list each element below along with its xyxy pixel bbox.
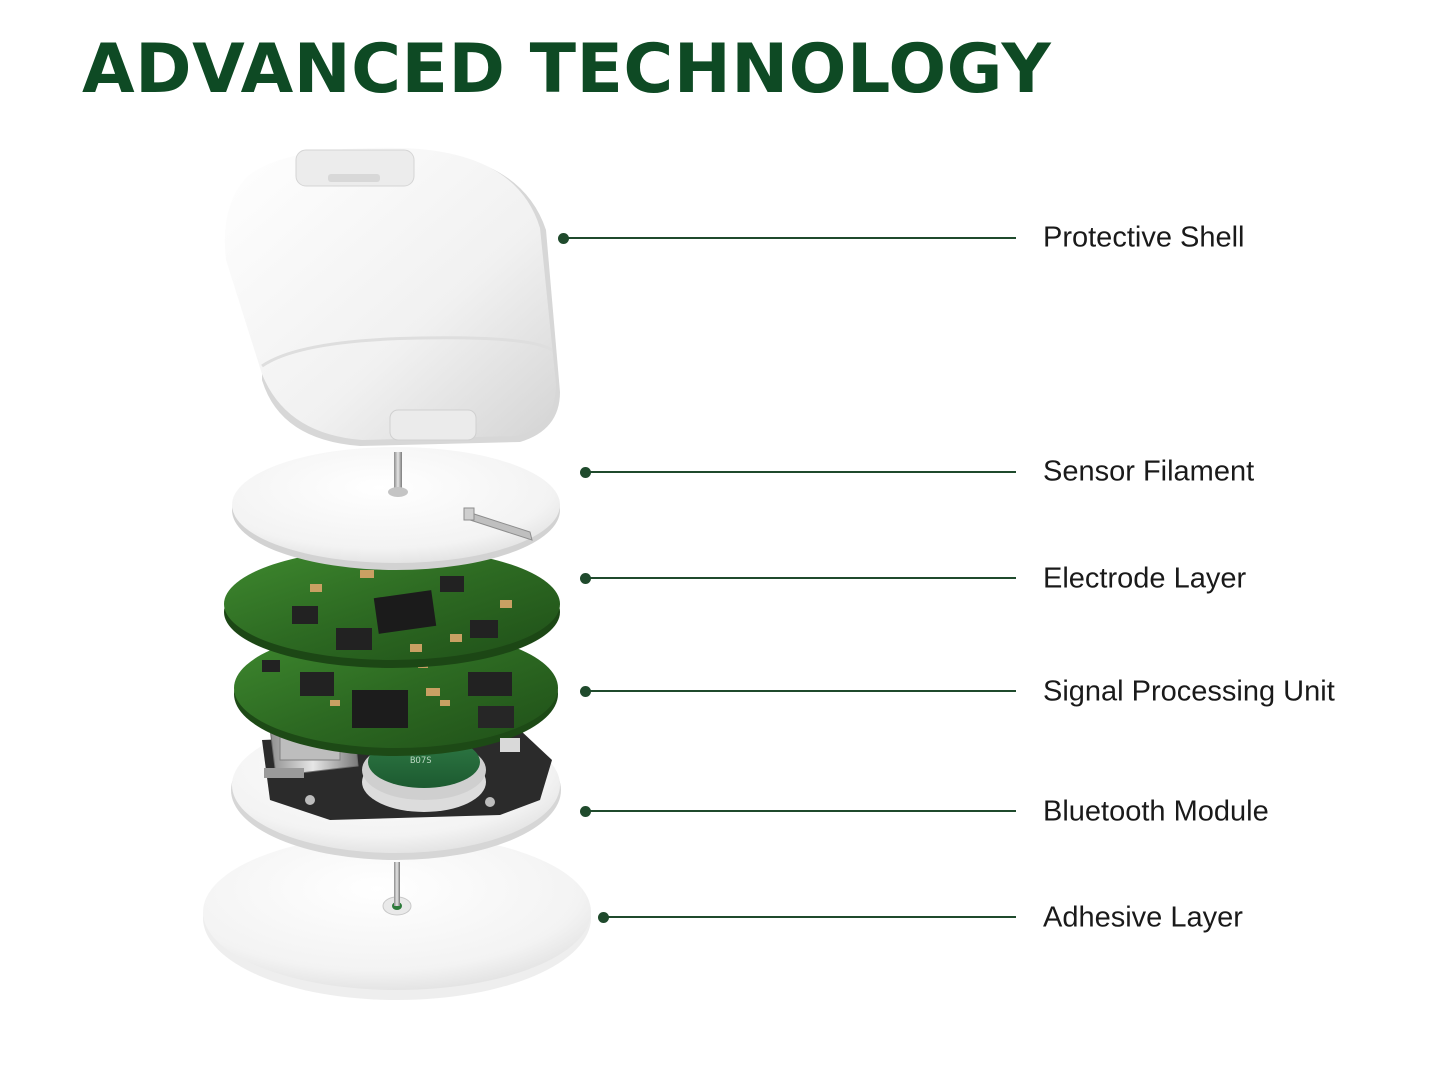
callout-line [589, 810, 1016, 812]
label-electrode-layer: Electrode Layer [1043, 562, 1247, 595]
callout-sensor-filament [580, 460, 1016, 484]
callout-signal-processing-unit [580, 679, 1016, 703]
electrode-pcb-part [224, 548, 560, 668]
callout-line [589, 471, 1016, 473]
sensor-filament-part [232, 447, 560, 570]
callout-protective-shell [558, 226, 1016, 250]
callout-line [589, 690, 1016, 692]
callout-line [589, 577, 1016, 579]
callout-dot [580, 572, 591, 584]
label-adhesive-layer: Adhesive Layer [1043, 901, 1243, 934]
callout-line [567, 237, 1016, 239]
callout-dot [598, 911, 609, 923]
callout-adhesive-layer [598, 905, 1016, 929]
callout-dot [580, 466, 591, 478]
callout-electrode-layer [580, 566, 1016, 590]
adhesive-layer-part [203, 834, 591, 1000]
callout-dot [580, 805, 591, 817]
callout-dot [580, 685, 591, 697]
callout-line [607, 916, 1016, 918]
label-sensor-filament: Sensor Filament [1043, 455, 1255, 488]
label-signal-processing-unit: Signal Processing Unit [1043, 675, 1335, 708]
callout-dot [558, 232, 569, 244]
svg-text:BO7S: BO7S [410, 756, 432, 766]
label-bluetooth-module: Bluetooth Module [1043, 795, 1269, 828]
label-protective-shell: Protective Shell [1043, 221, 1245, 254]
page-title: ADVANCED TECHNOLOGY [82, 30, 1052, 109]
protective-shell-part [224, 147, 560, 447]
callout-bluetooth-module [580, 799, 1016, 823]
